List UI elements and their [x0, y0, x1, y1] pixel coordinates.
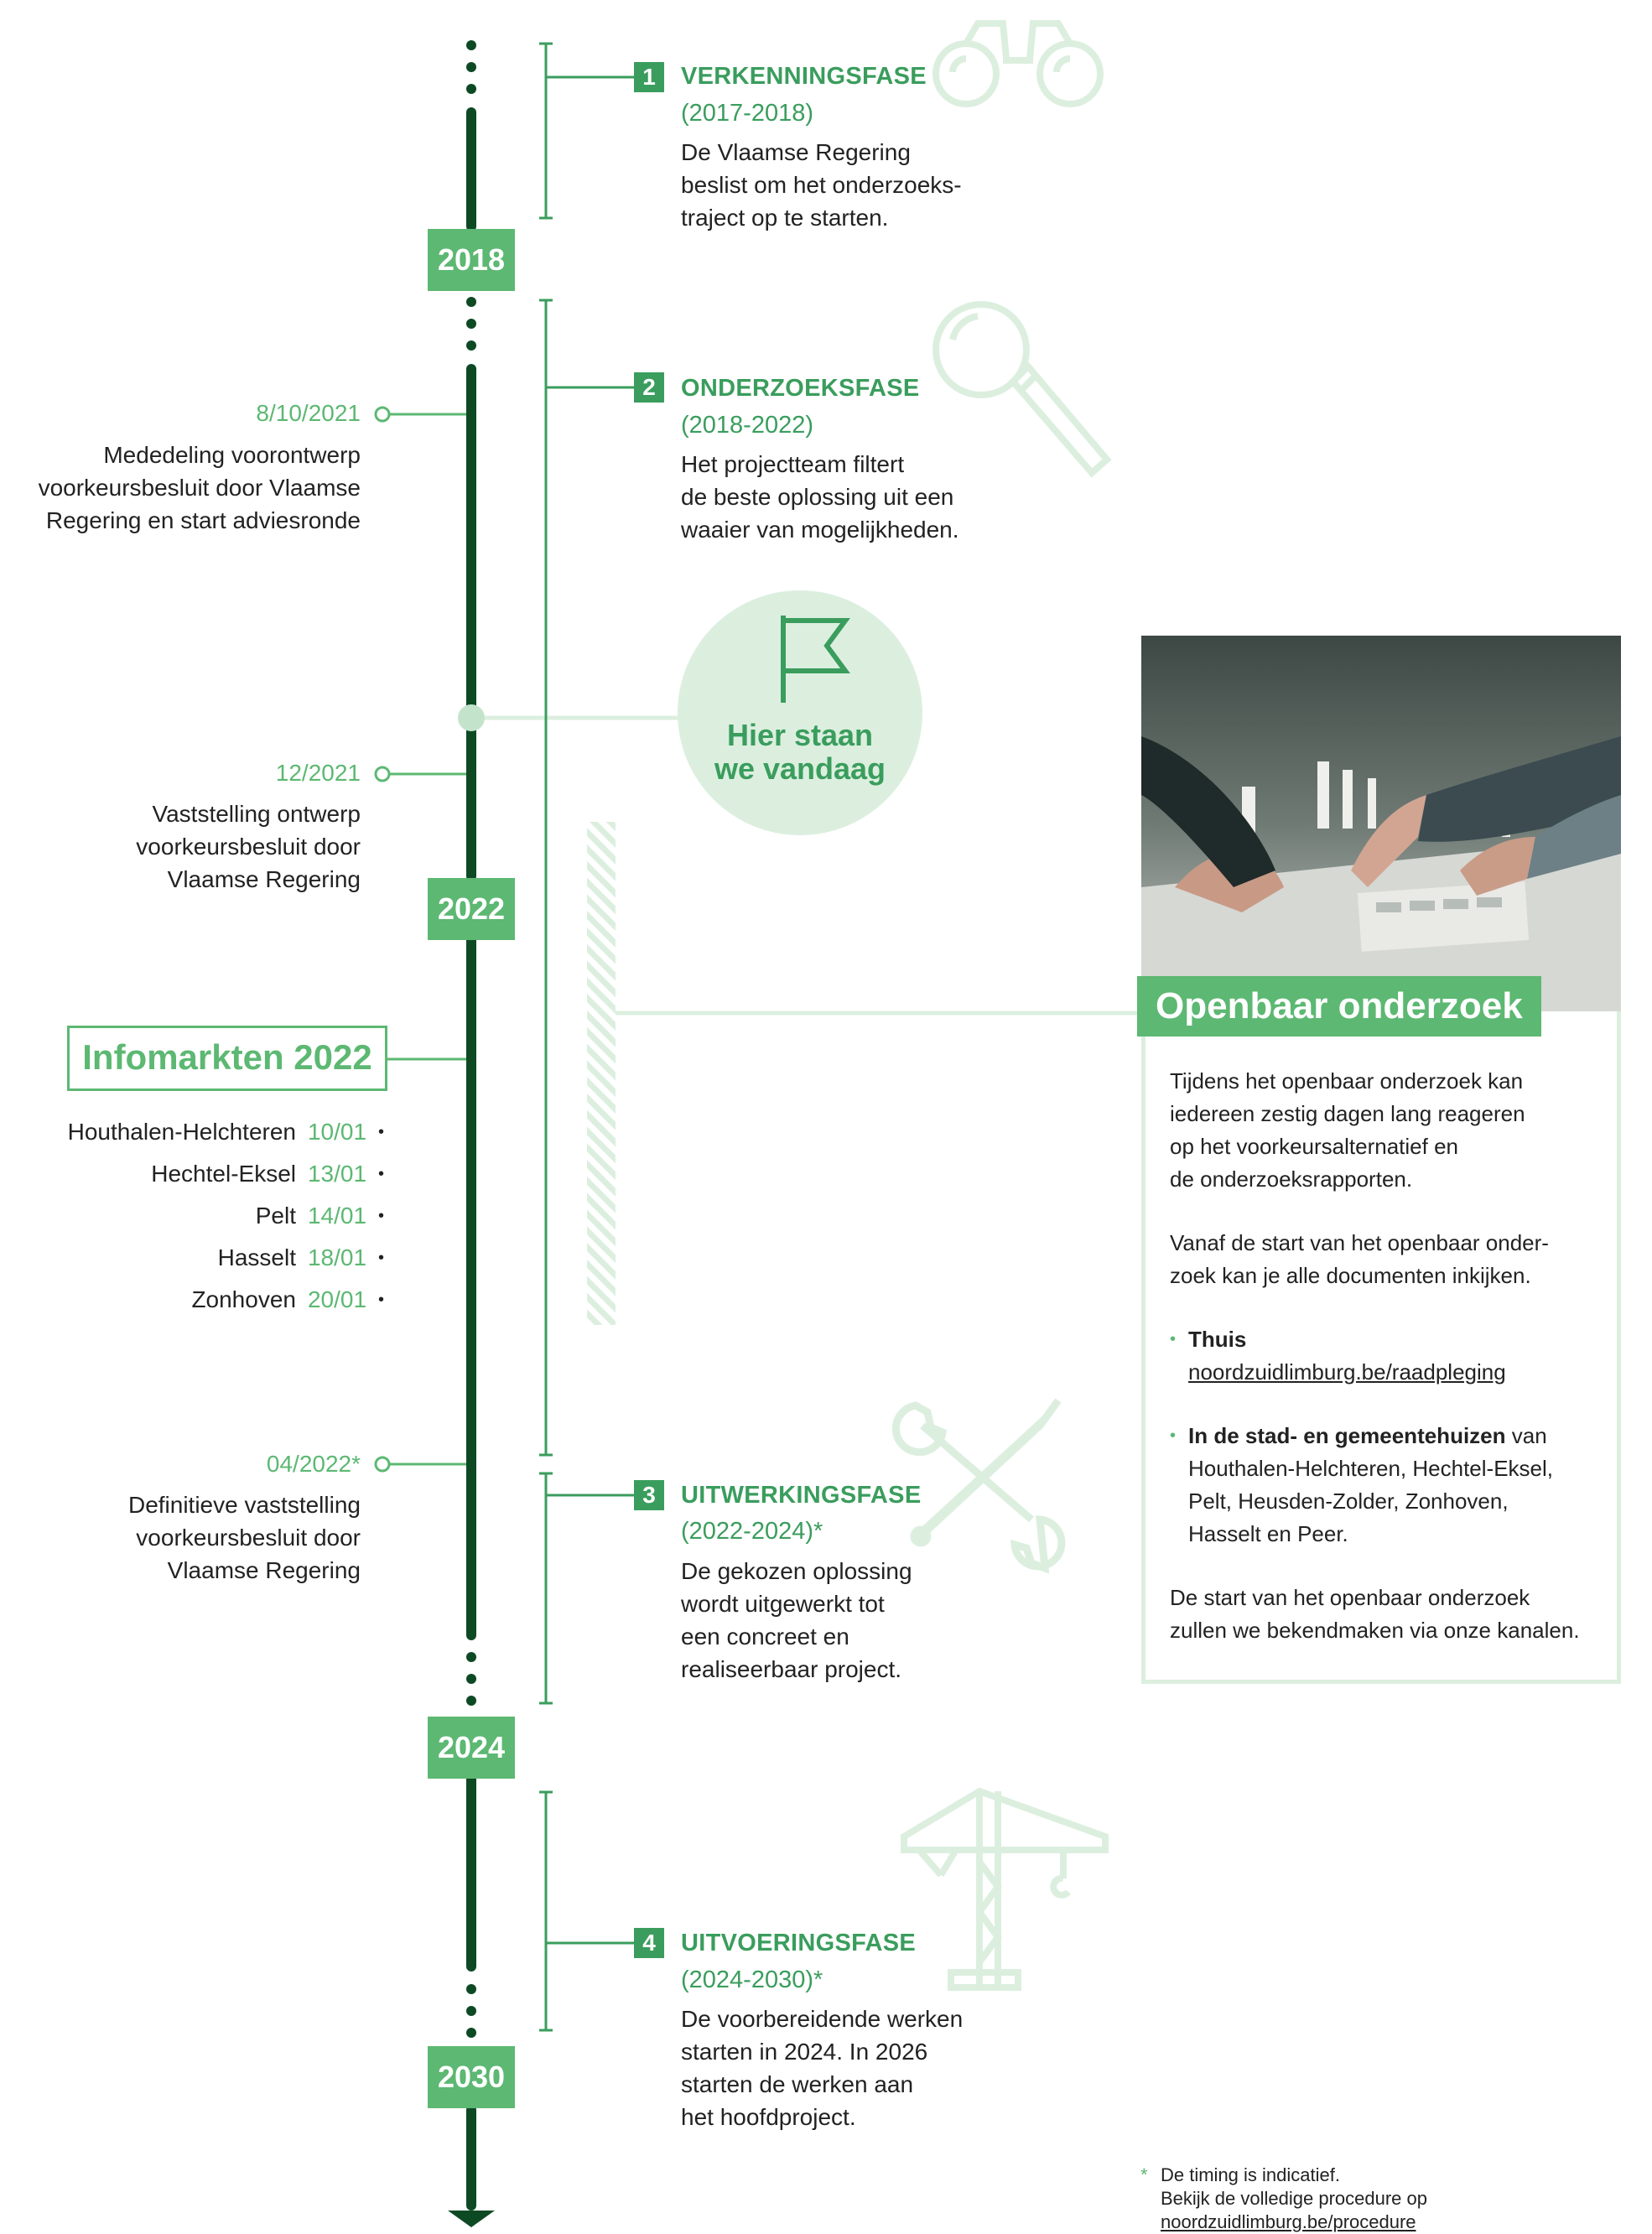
phase-number: 1	[634, 62, 664, 92]
milestone-date: 04/2022*	[266, 1451, 361, 1477]
phase-brackets	[539, 42, 634, 2032]
timeline-arrowhead	[448, 2211, 495, 2227]
magnifier-icon	[932, 301, 1112, 478]
milestone-date: 12/2021	[275, 760, 361, 786]
phase-period: (2022-2024)*	[681, 1518, 823, 1545]
crane-icon	[901, 1787, 1109, 1991]
raadpleging-link[interactable]: noordzuidlimburg.be/raadpleging	[1188, 1359, 1506, 1385]
year-label-2024: 2024	[428, 1717, 515, 1779]
flag-icon	[781, 616, 850, 703]
phase-number: 3	[634, 1480, 664, 1510]
today-marker-dot	[458, 704, 485, 731]
footnote: * De timing is indicatief. Bekijk de vol…	[1140, 2164, 1644, 2234]
binoculars-icon	[932, 20, 1104, 107]
phase-title: VERKENNINGSFASE	[681, 63, 927, 90]
phase-period: (2017-2018)	[681, 100, 813, 127]
timeline-dots	[466, 40, 476, 2038]
year-label-2018: 2018	[428, 229, 515, 291]
procedure-link[interactable]: noordzuidlimburg.be/procedure	[1161, 2211, 1416, 2232]
year-label-2030: 2030	[428, 2046, 515, 2108]
photo-people-pointing-at-model	[1141, 636, 1621, 1011]
phase-title: ONDERZOEKSFASE	[681, 375, 920, 402]
today-circle	[678, 590, 922, 835]
phase-period: (2024-2030)*	[681, 1966, 823, 1993]
milestone-connectors	[374, 406, 466, 1473]
tools-icon	[891, 1398, 1066, 1574]
list-item: Thuis noordzuidlimburg.be/raadpleging	[1170, 1323, 1597, 1389]
card-title: Openbaar onderzoek	[1137, 976, 1541, 1036]
infomarkten-title: Infomarkten 2022	[67, 1026, 387, 1091]
phase-number: 2	[634, 372, 664, 403]
milestone-date: 8/10/2021	[256, 400, 361, 426]
list-item: In de stad- en gemeentehuizen van Houtha…	[1170, 1420, 1597, 1551]
card-paragraph: Vanaf de start van het openbaar onder-zo…	[1170, 1230, 1549, 1288]
year-label-2022: 2022	[428, 878, 515, 940]
phase-number: 4	[634, 1928, 664, 1958]
public-inquiry-hatch	[587, 822, 616, 1325]
phase-title: UITWERKINGSFASE	[681, 1482, 922, 1509]
phase-title: UITVOERINGSFASE	[681, 1930, 917, 1956]
phase-period: (2018-2022)	[681, 412, 813, 439]
